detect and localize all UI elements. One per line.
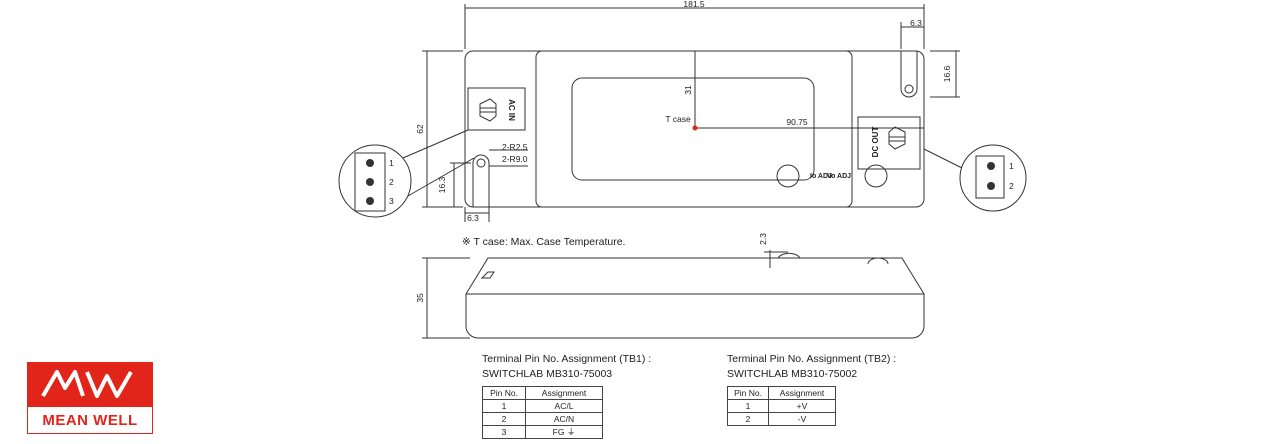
tb1-pin-label: 2 <box>389 177 394 187</box>
dim-total-length: 181.5 <box>683 0 705 9</box>
side-view-bump <box>777 252 801 259</box>
dim-slot-offset-top: 6.3 <box>910 18 922 28</box>
pin-cell: 2 <box>482 412 526 426</box>
table-header-row: Pin No. Assignment <box>482 386 603 400</box>
mount-slot-top-right <box>900 51 918 98</box>
ac-in-terminal-block <box>467 87 526 131</box>
dim-thickness: 35 <box>415 293 425 303</box>
tb1-table: Pin No. Assignment 1 AC/L 2 AC/N 3 FG ⏚ <box>482 386 603 439</box>
tb2-terminal-zoom <box>975 155 1005 199</box>
table-row: 1 AC/L <box>482 399 603 413</box>
tb2-heading: Terminal Pin No. Assignment (TB2) : <box>727 353 897 365</box>
inner-panel <box>535 50 853 208</box>
table-header-row: Pin No. Assignment <box>727 386 836 400</box>
ac-in-label: AC IN <box>507 99 516 121</box>
tcase-label: T case <box>665 114 691 124</box>
dim-slot-radius: 2-R2.5 <box>502 142 528 152</box>
ac-in-connector <box>479 98 497 122</box>
tb2-table: Pin No. Assignment 1 +V 2 -V <box>727 386 836 426</box>
assignment-cell: AC/N <box>525 412 603 426</box>
header-assignment: Assignment <box>525 386 603 400</box>
table-row: 3 FG ⏚ <box>482 425 603 439</box>
mw-logo-icon <box>41 370 133 398</box>
assignment-cell: -V <box>768 412 836 426</box>
tb1-pin-label: 1 <box>389 158 394 168</box>
tb2-pin-label: 2 <box>1009 181 1014 191</box>
dc-out-terminal-block <box>857 116 921 170</box>
table-row: 2 -V <box>727 412 836 426</box>
label-area <box>571 77 815 181</box>
tb1-pin-label: 3 <box>389 196 394 206</box>
header-assignment: Assignment <box>768 386 836 400</box>
io-adj-knob <box>776 164 800 188</box>
mean-well-logo: MEAN WELL <box>27 362 153 434</box>
assignment-cell: FG ⏚ <box>525 425 603 439</box>
pin-cell: 1 <box>482 399 526 413</box>
tb2-part-number: SWITCHLAB MB310-75002 <box>727 368 858 380</box>
tcase-note: ※ T case: Max. Case Temperature. <box>462 236 626 248</box>
tb2-title: Terminal Pin No. Assignment (TB2) : SWIT… <box>727 352 896 382</box>
pin-cell: 3 <box>482 425 526 439</box>
pin-cell: 2 <box>727 412 769 426</box>
assignment-cell: +V <box>768 399 836 413</box>
tcase-marker-dot <box>692 125 698 131</box>
vo-adj-label: Vo ADJ <box>827 173 851 180</box>
tb1-zoom-circle <box>338 144 412 218</box>
tb2-screws <box>987 162 995 190</box>
dim-slot-height-bottom: 16.3 <box>437 176 447 193</box>
dim-tcase-horizontal: 90.75 <box>786 117 808 127</box>
tb1-terminal-zoom <box>354 152 386 212</box>
mount-slot-bottom-left <box>472 154 490 207</box>
logo-mark <box>27 362 153 406</box>
dim-side-bump: 2.3 <box>758 233 768 245</box>
tb1-heading: Terminal Pin No. Assignment (TB1) : <box>482 353 652 365</box>
table-row: 2 AC/N <box>482 412 603 426</box>
pin-cell: 1 <box>727 399 769 413</box>
tb2-zoom-circle <box>959 144 1027 212</box>
case-outline-side-view <box>465 257 925 339</box>
tb2-pin-label: 1 <box>1009 161 1014 171</box>
dim-slot-offset-bottom: 6.3 <box>467 213 479 223</box>
header-pin-no: Pin No. <box>727 386 769 400</box>
assignment-cell: AC/L <box>525 399 603 413</box>
dim-slot-outer-radius: 2-R9.0 <box>502 154 528 164</box>
mount-slot-top-right-hole <box>904 84 914 94</box>
dim-slot-height-top: 16.6 <box>942 65 952 82</box>
tb1-part-number: SWITCHLAB MB310-75003 <box>482 368 613 380</box>
mount-slot-bottom-left-hole <box>476 158 486 168</box>
logo-wordmark: MEAN WELL <box>27 406 153 434</box>
tb1-title: Terminal Pin No. Assignment (TB1) : SWIT… <box>482 352 651 382</box>
dim-tcase-vertical: 31 <box>683 85 693 95</box>
tb1-screws <box>366 159 374 205</box>
dc-out-label: DC OUT <box>871 127 880 158</box>
table-row: 1 +V <box>727 399 836 413</box>
vo-adj-knob <box>864 164 888 188</box>
dc-out-connector <box>888 126 906 150</box>
io-adj-label: Io ADJ <box>810 173 832 180</box>
header-pin-no: Pin No. <box>482 386 526 400</box>
dim-height: 62 <box>415 124 425 134</box>
